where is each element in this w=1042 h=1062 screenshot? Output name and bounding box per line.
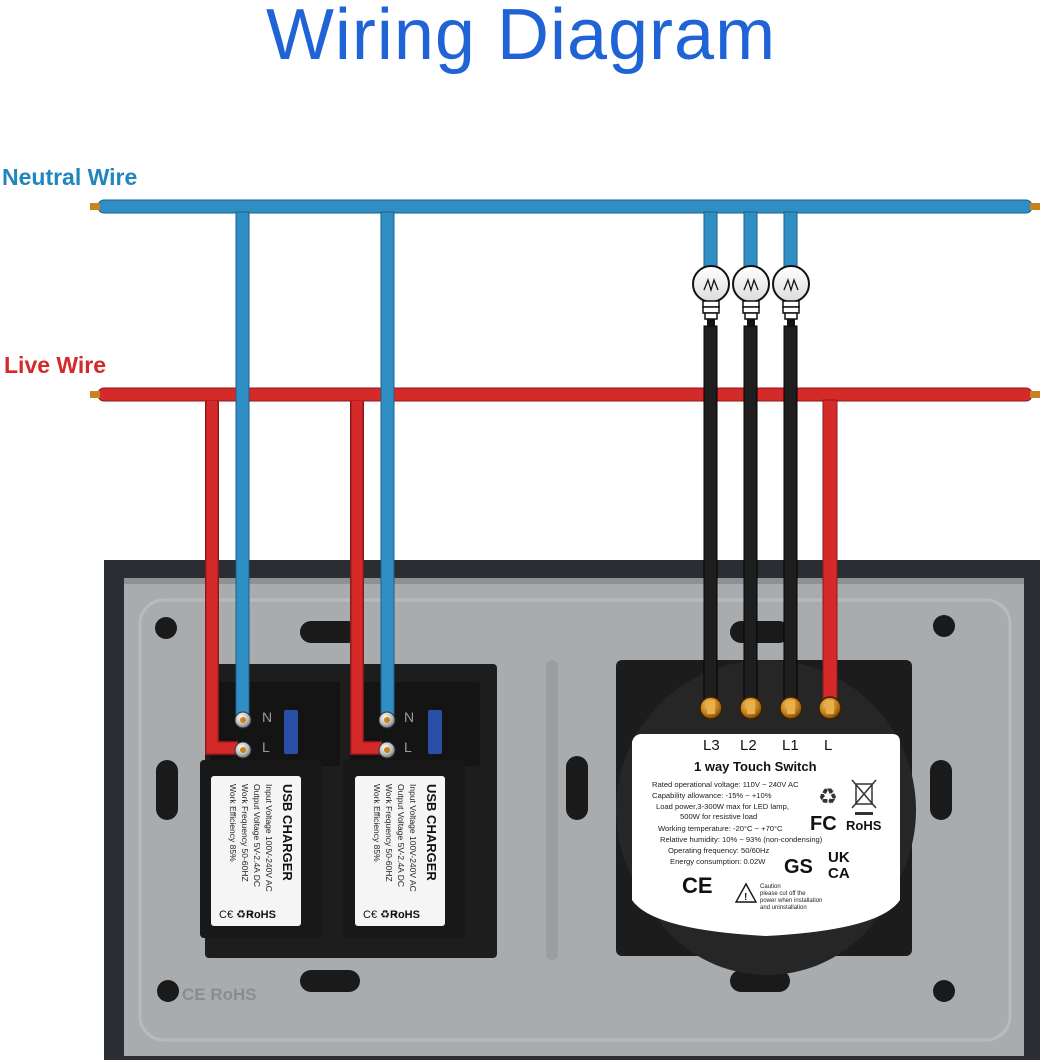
touch-switch-terminals: L3 L2 L1 L	[703, 737, 832, 754]
rohs-mark: RoHS	[846, 818, 882, 833]
live-branch-l	[822, 399, 838, 707]
terminal-label-l1: L1	[782, 737, 799, 754]
usb-charger-title: USB CHARGER	[280, 784, 295, 881]
usb-live-branch-2	[350, 401, 382, 755]
svg-text:Energy consumption: 0.02W: Energy consumption: 0.02W	[670, 857, 766, 866]
svg-text:Caution: Caution	[760, 884, 781, 890]
usb-spec-line: Input Voltage 100V-240V AC	[408, 784, 418, 892]
terminal-l-label: L	[404, 739, 412, 755]
usb-charger-label-1	[211, 776, 301, 926]
panel-marking: CE RoHS	[182, 985, 257, 1004]
neutral-drop-l2	[743, 211, 758, 273]
diagram-title: Wiring Diagram	[265, 0, 777, 75]
mounting-slot	[730, 970, 790, 992]
ukca-mark-uk: UK	[828, 849, 850, 866]
usb-spec-line: Work Frequency 50-60HZ	[240, 784, 250, 882]
terminal-label-l3: L3	[703, 737, 720, 754]
ukca-mark-ca: CA	[828, 865, 850, 882]
touch-switch-cert-marks: ♻ FC RoHS GS UK CA CE ! Caution please c…	[682, 779, 882, 911]
usb-charger-text-1: USB CHARGER Input Voltage 100V-240V AC O…	[228, 784, 295, 892]
neutral-wire-label: Neutral Wire	[2, 164, 138, 190]
mounting-hole	[155, 617, 177, 639]
usb-charger-module-2	[343, 682, 480, 938]
usb-spec-line: Work Frequency 50-60HZ	[384, 784, 394, 882]
neutral-drop-l1	[783, 211, 798, 273]
load-wire-l3	[703, 325, 718, 707]
ce-mark: CE	[682, 873, 713, 898]
usb-charger-terminals: N L N L	[262, 709, 442, 755]
svg-text:Rated operational voltage: 110: Rated operational voltage: 110V ~ 240V A…	[652, 780, 799, 789]
mounting-hole	[157, 980, 179, 1002]
svg-text:and uninstallation: and uninstallation	[760, 905, 807, 911]
weee-bin-icon	[851, 779, 877, 815]
mounting-hole	[933, 615, 955, 637]
live-wire-label: Live Wire	[4, 352, 107, 378]
neutral-wire	[90, 199, 1040, 214]
svg-text:Relative humidity: 10% ~ 93% (: Relative humidity: 10% ~ 93% (non-conden…	[660, 835, 823, 844]
recycle-icon: ♻	[818, 784, 838, 809]
usb-charger-text-2: USB CHARGER Input Voltage 100V-240V AC O…	[372, 784, 439, 892]
touch-switch-title: 1 way Touch Switch	[694, 759, 817, 774]
svg-text:Load power,3-300W max for LED: Load power,3-300W max for LED lamp,	[656, 802, 789, 811]
usb-rohs-mark: RoHS	[246, 909, 276, 921]
terminal-label-l2: L2	[740, 737, 757, 754]
live-wire	[90, 387, 1040, 402]
touch-switch-module	[616, 660, 916, 975]
light-bulb-icon	[772, 265, 810, 326]
svg-text:Capability allowance: -15% ~ +: Capability allowance: -15% ~ +10%	[652, 791, 772, 800]
mounting-slot	[730, 621, 790, 643]
usb-neutral-branch-1	[235, 211, 250, 718]
terminal-n-label: N	[262, 709, 272, 725]
mounting-hole	[933, 980, 955, 1002]
mounting-slot	[300, 621, 360, 643]
usb-cert-marks: C€ ♻ ◐	[219, 909, 256, 921]
gs-mark: GS	[784, 856, 813, 878]
mounting-slot	[156, 760, 178, 820]
warning-icon: !	[734, 882, 758, 903]
terminal-label-l: L	[824, 737, 832, 754]
fc-mark: FC	[810, 813, 837, 835]
svg-text:500W for resistive load: 500W for resistive load	[680, 812, 757, 821]
usb-live-branch-1	[205, 401, 238, 755]
usb-spec-line: Output Voltage 5V-2.4A DC	[396, 784, 406, 887]
usb-cert-marks: C€ ♻ ◐	[363, 909, 400, 921]
terminal-l-label: L	[262, 739, 270, 755]
light-bulb-icon	[692, 265, 730, 326]
load-wire-l1	[783, 325, 798, 707]
neutral-drop-l3	[703, 211, 718, 273]
load-wire-l2	[743, 325, 758, 707]
svg-text:!: !	[744, 892, 747, 903]
usb-neutral-branch-2	[380, 211, 395, 718]
touch-switch-specs: Rated operational voltage: 110V ~ 240V A…	[652, 780, 823, 866]
mounting-slot	[300, 970, 360, 992]
svg-text:power when installation: power when installation	[760, 898, 822, 904]
usb-spec-line: Output Voltage 5V-2.4A DC	[252, 784, 262, 887]
mounting-slot	[566, 756, 588, 820]
touch-switch-label	[632, 734, 900, 936]
svg-text:Working temperature: -20°C ~ +: Working temperature: -20°C ~ +70°C	[658, 824, 783, 833]
usb-charger-title: USB CHARGER	[424, 784, 439, 881]
usb-spec-line: Work Efficiency 85%	[228, 784, 238, 862]
terminal-n-label: N	[404, 709, 414, 725]
usb-spec-line: Input Voltage 100V-240V AC	[264, 784, 274, 892]
usb-rohs-mark: RoHS	[390, 909, 420, 921]
mounting-slot	[930, 760, 952, 820]
svg-text:Operating frequency: 50/60Hz: Operating frequency: 50/60Hz	[668, 846, 770, 855]
svg-text:please cut off the: please cut off the	[760, 891, 806, 897]
light-bulb-icon	[732, 265, 770, 326]
usb-spec-line: Work Efficiency 85%	[372, 784, 382, 862]
usb-charger-label-2	[355, 776, 445, 926]
